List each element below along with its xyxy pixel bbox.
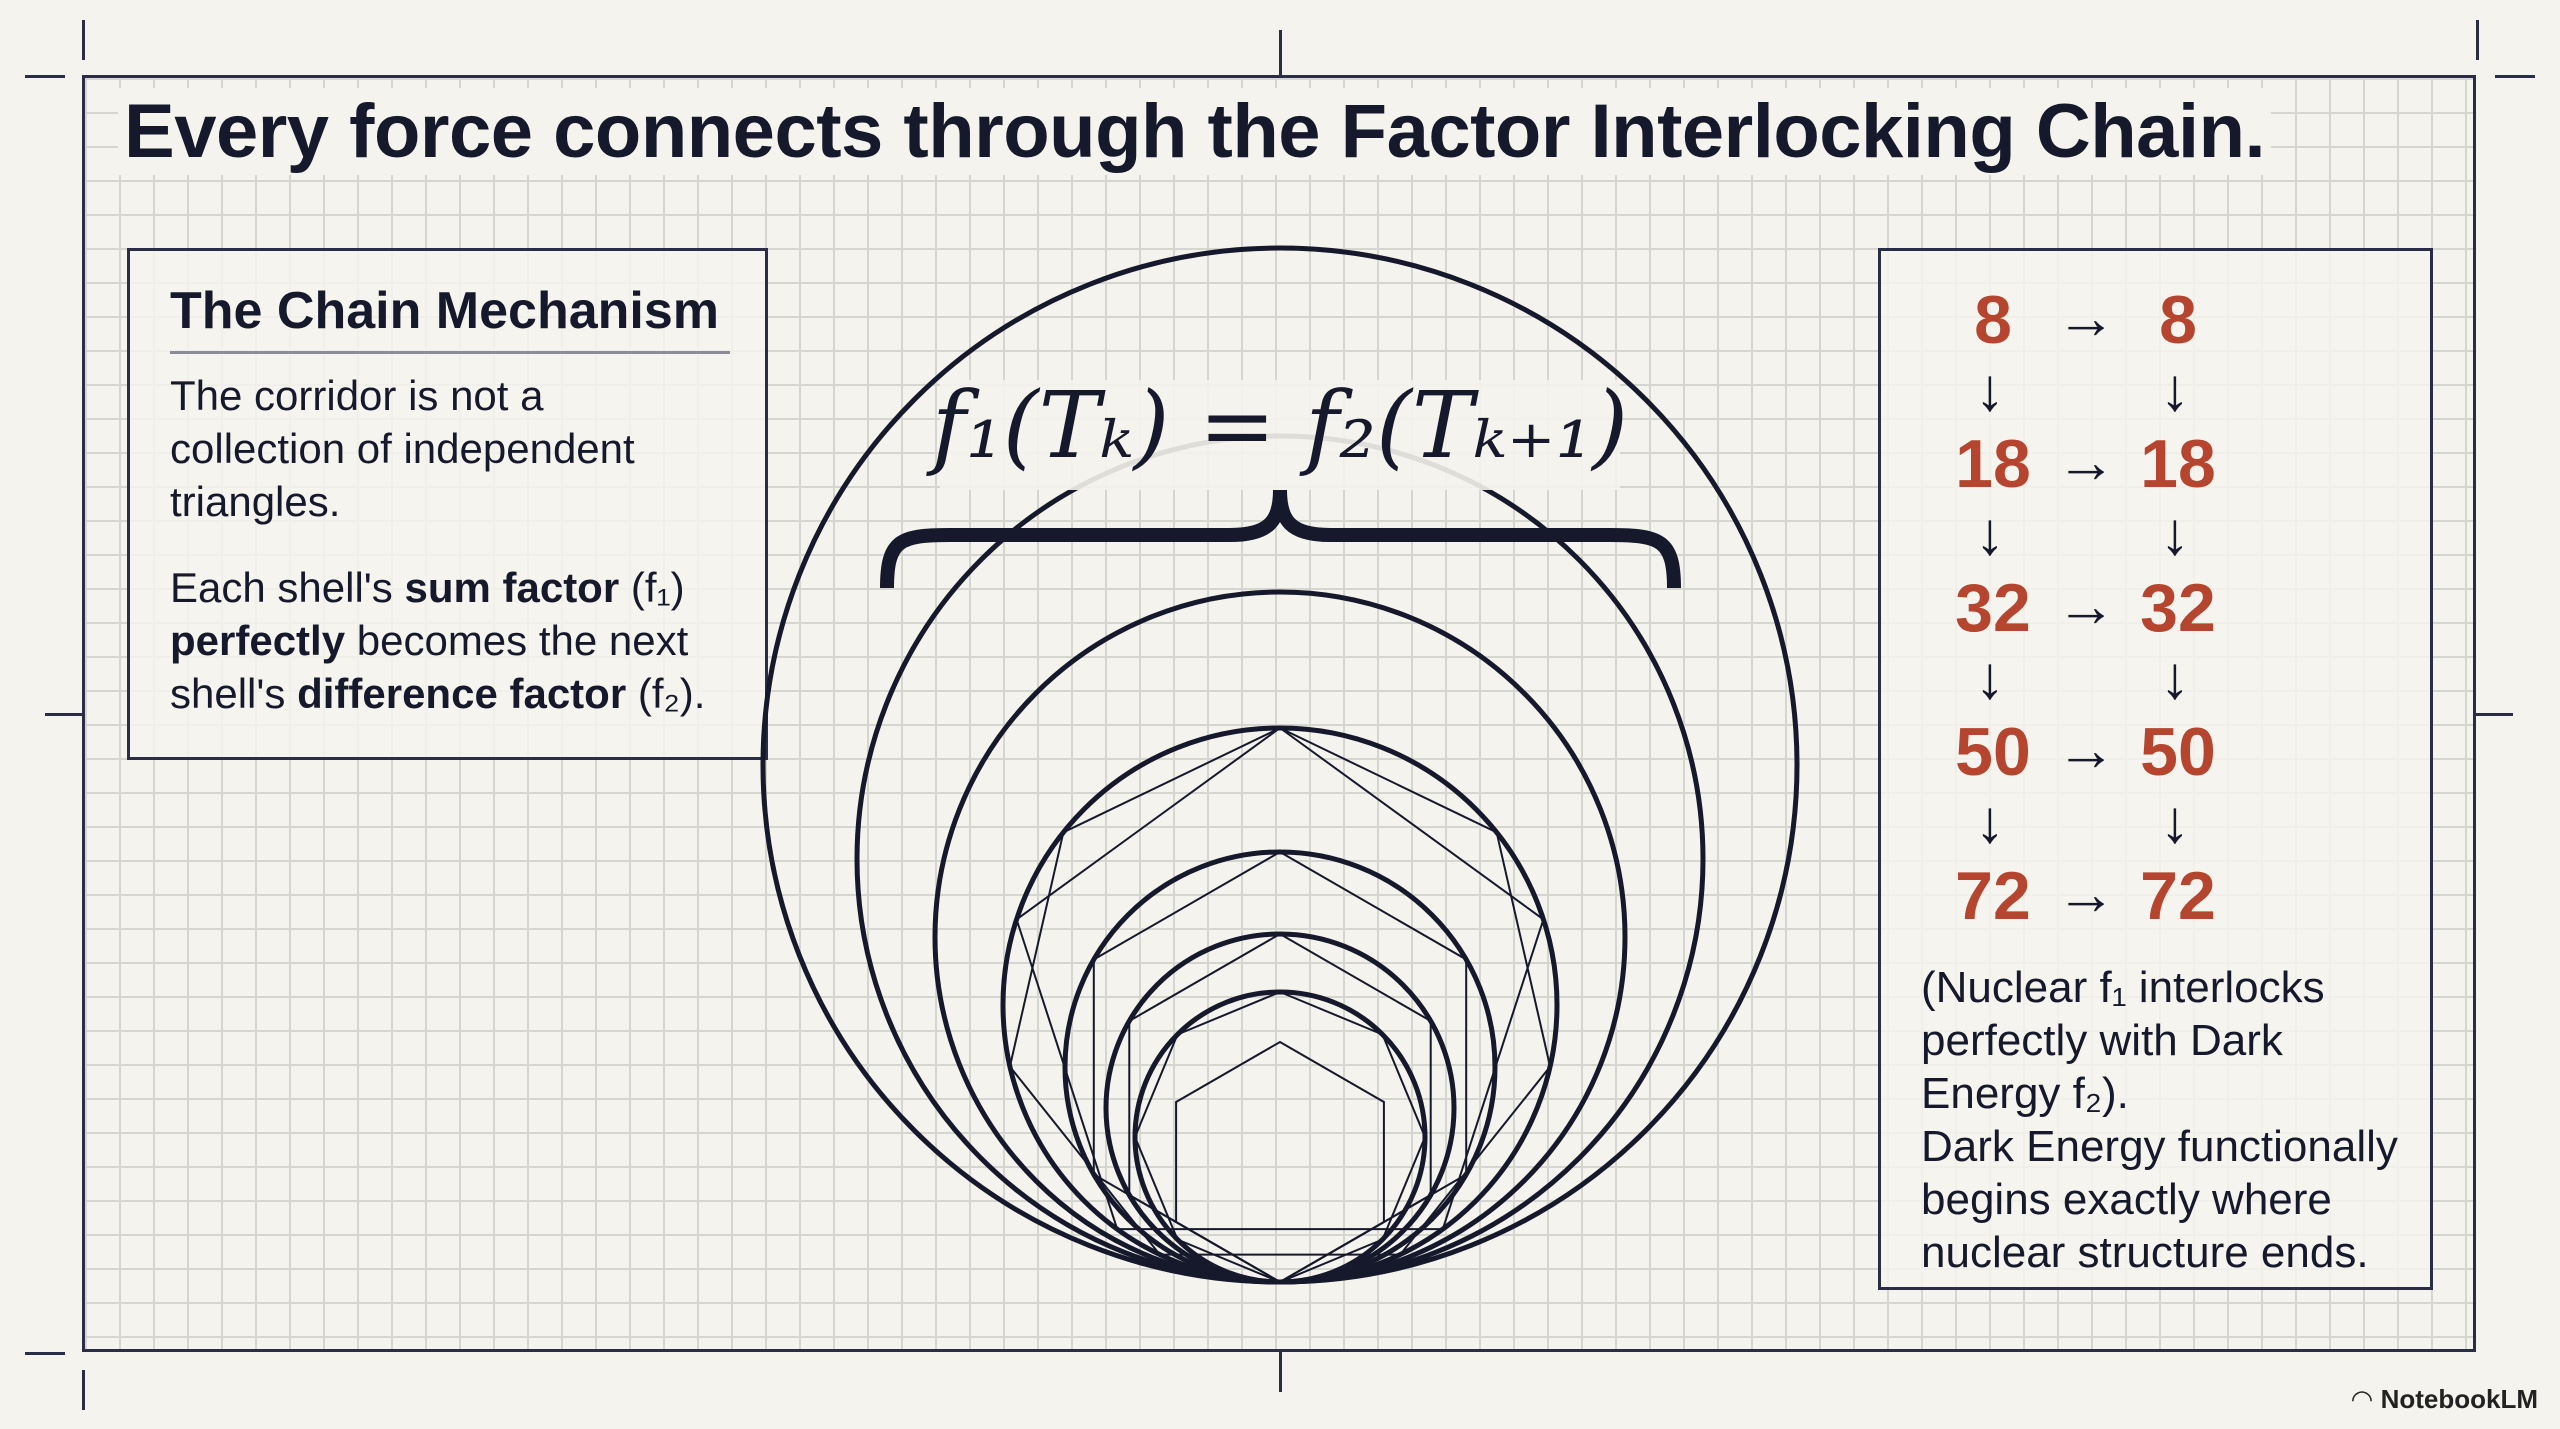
crop-mark — [82, 20, 85, 60]
page-title: Every force connects through the Factor … — [118, 88, 2272, 175]
shell-circle — [1132, 989, 1428, 1285]
crop-mark — [82, 1370, 85, 1410]
chain-number: 8 — [1974, 282, 2012, 358]
panel-note: (Nuclear f₁ interlocks perfectly with Da… — [1921, 961, 2421, 1279]
right-arrow-icon: → — [2056, 284, 2116, 351]
chain-number: 32 — [2140, 570, 2216, 646]
shell-circle — [1000, 725, 1560, 1285]
curly-brace — [880, 489, 1681, 589]
down-arrow-icon: ↓ — [1975, 356, 2005, 423]
right-arrow-icon: → — [2056, 860, 2116, 927]
right-arrow-icon: → — [2056, 428, 2116, 495]
right-arrow-icon: → — [2056, 716, 2116, 783]
down-arrow-icon: ↓ — [2160, 500, 2190, 567]
shell-polygon — [1175, 1040, 1385, 1284]
down-arrow-icon: ↓ — [2160, 644, 2190, 711]
down-arrow-icon: ↓ — [1975, 644, 2005, 711]
chain-number: 18 — [2140, 426, 2216, 502]
chain-number: 50 — [1955, 714, 2031, 790]
chain-number: 72 — [1955, 858, 2031, 934]
panel-paragraph: The corridor is not a collection of inde… — [170, 372, 635, 525]
notebooklm-logo: ◠ NotebookLM — [2350, 1384, 2538, 1414]
text: becomes the next shell's — [170, 617, 689, 717]
formula-rhs: f₂(Tₖ₊₁) — [1305, 372, 1629, 479]
chain-mechanism-panel: The Chain Mechanism The corridor is not … — [127, 248, 768, 760]
brand-text: NotebookLM — [2380, 1384, 2538, 1414]
text: (f₁) — [619, 564, 685, 611]
shell-polygon — [1015, 726, 1545, 1231]
chain-number: 72 — [2140, 858, 2216, 934]
chain-number: 18 — [1955, 426, 2031, 502]
text: (f₂). — [626, 670, 706, 717]
crop-mark — [2476, 713, 2513, 716]
shell-polygon — [1008, 726, 1552, 1256]
formula-lhs: f₁(Tₖ) — [931, 372, 1170, 479]
crop-mark — [45, 713, 82, 716]
crop-mark — [1279, 30, 1282, 75]
crop-mark — [2495, 75, 2535, 78]
bold-text: sum factor — [404, 564, 620, 611]
panel-heading: The Chain Mechanism — [170, 281, 730, 354]
shell-circle — [854, 433, 1706, 1285]
chain-number: 8 — [2159, 282, 2197, 358]
down-arrow-icon: ↓ — [2160, 788, 2190, 855]
crop-mark — [2476, 20, 2479, 60]
down-arrow-icon: ↓ — [1975, 500, 2005, 567]
note-text: Dark Energy functionally begins exactly … — [1921, 1122, 2398, 1277]
right-arrow-icon: → — [2056, 572, 2116, 639]
formula-equals: = — [1198, 372, 1276, 479]
formula: f₁(Tₖ) = f₂(Tₖ₊₁) — [880, 372, 1680, 479]
bold-text: perfectly — [170, 617, 346, 664]
down-arrow-icon: ↓ — [1975, 788, 2005, 855]
bold-text: difference factor — [297, 670, 627, 717]
shell-polygon — [1092, 850, 1468, 1284]
crop-mark — [25, 1352, 65, 1355]
crop-mark — [25, 75, 65, 78]
text: Each shell's — [170, 564, 405, 611]
crop-mark — [1279, 1352, 1282, 1392]
note-text: (Nuclear f₁ interlocks perfectly with Da… — [1921, 963, 2325, 1118]
chain-number: 50 — [2140, 714, 2216, 790]
chain-number: 32 — [1955, 570, 2031, 646]
down-arrow-icon: ↓ — [2160, 356, 2190, 423]
panel-paragraph: Each shell's sum factor (f₁) perfectly b… — [170, 561, 730, 720]
